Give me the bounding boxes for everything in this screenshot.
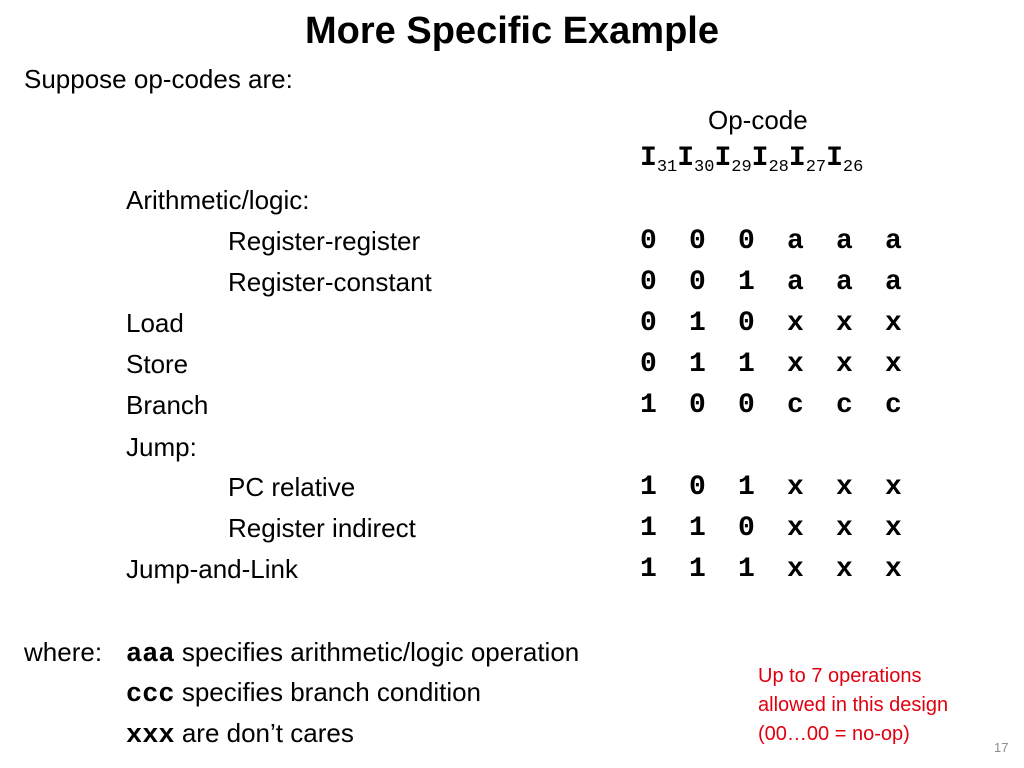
opcode-bit: x <box>836 308 853 339</box>
note-xxx: xxx are don’t cares <box>126 718 354 751</box>
opcode-bit: 1 <box>640 554 657 585</box>
side-note-line: (00…00 = no-op) <box>758 723 910 745</box>
opcode-bit: 1 <box>738 349 755 380</box>
opcode-register-constant: 0 0 1 a a a <box>640 267 902 298</box>
opcode-bit: x <box>836 554 853 585</box>
opcode-bit: x <box>787 554 804 585</box>
bit-index: 29 <box>731 158 752 177</box>
opcode-bit: x <box>885 513 902 544</box>
bit-letter: I <box>788 143 806 174</box>
side-note-line: allowed in this design <box>758 694 949 716</box>
opcode-jump-and-link: 1 1 1 x x x <box>640 554 902 585</box>
opcode-bit: 1 <box>689 554 706 585</box>
opcode-bit: a <box>787 226 804 257</box>
opcode-bit: c <box>885 390 902 421</box>
row-label-register-register: Register-register <box>228 226 421 256</box>
opcode-bit: 0 <box>689 267 706 298</box>
opcode-bit: a <box>787 267 804 298</box>
where-label: where: <box>24 637 103 667</box>
opcode-bit: 1 <box>689 349 706 380</box>
opcode-branch: 1 0 0 c c c <box>640 390 902 421</box>
row-label-jump-and-link: Jump-and-Link <box>126 554 298 584</box>
note-text: specifies branch condition <box>174 677 482 707</box>
bit-index: 27 <box>805 158 827 177</box>
note-aaa: aaa specifies arithmetic/logic operation <box>126 637 579 670</box>
opcode-bit: x <box>787 513 804 544</box>
opcode-bit: a <box>885 226 902 257</box>
opcode-bit: 1 <box>640 472 657 503</box>
opcode-bit: x <box>836 349 853 380</box>
note-code: aaa <box>126 640 175 670</box>
intro-text: Suppose op-codes are: <box>24 64 293 94</box>
opcode-bit: x <box>787 308 804 339</box>
row-label-pc-relative: PC relative <box>228 472 356 502</box>
opcode-bit: 0 <box>689 226 706 257</box>
row-label-store: Store <box>126 349 189 379</box>
opcode-bit: x <box>787 472 804 503</box>
bit-index: 26 <box>842 158 864 177</box>
opcode-register-indirect: 1 1 0 x x x <box>640 513 902 544</box>
opcode-bit: a <box>836 226 853 257</box>
opcode-bit: 0 <box>738 226 755 257</box>
opcode-bit: a <box>885 267 902 298</box>
bit-index: 30 <box>694 158 715 177</box>
bit-letter: I <box>826 143 843 174</box>
bit-letter: I <box>640 143 657 174</box>
opcode-bit: 1 <box>738 472 755 503</box>
row-label-branch: Branch <box>126 390 209 420</box>
bit-letter: I <box>677 143 695 174</box>
row-label-jump: Jump: <box>126 432 197 462</box>
opcode-register-register: 0 0 0 a a a <box>640 226 902 257</box>
opcode-bit: 1 <box>640 513 657 544</box>
opcode-bit: 1 <box>689 308 706 339</box>
opcode-bit: 0 <box>738 308 755 339</box>
note-code: xxx <box>126 721 175 751</box>
opcode-bit: x <box>885 349 902 380</box>
opcode-bit: 0 <box>640 267 657 298</box>
opcode-bit: c <box>787 390 804 421</box>
opcode-bit: 0 <box>640 308 657 339</box>
opcode-bit: 0 <box>640 349 657 380</box>
opcode-load: 0 1 0 x x x <box>640 308 902 339</box>
opcode-bit: 1 <box>689 513 706 544</box>
opcode-bit: 0 <box>689 390 706 421</box>
bit-positions-header: I31I30I29I28I27I26 <box>640 143 863 177</box>
opcode-bit: 0 <box>738 513 755 544</box>
opcode-bit: x <box>836 472 853 503</box>
opcode-bit: x <box>836 513 853 544</box>
page-number: 17 <box>994 740 1009 755</box>
opcode-column-header: Op-code <box>708 105 808 135</box>
opcode-bit: 0 <box>738 390 755 421</box>
row-label-arithmetic-logic: Arithmetic/logic: <box>126 185 310 215</box>
row-label-register-indirect: Register indirect <box>228 513 416 543</box>
side-note: Up to 7 operations allowed in this desig… <box>758 662 1008 749</box>
opcode-bit: a <box>836 267 853 298</box>
row-label-register-constant: Register-constant <box>228 267 432 297</box>
opcode-bit: x <box>787 349 804 380</box>
note-text: specifies arithmetic/logic operation <box>174 637 580 667</box>
bit-letter: I <box>751 143 769 174</box>
bit-index: 31 <box>656 158 678 177</box>
side-note-line: Up to 7 operations <box>758 665 922 687</box>
note-text: are don’t cares <box>174 718 354 748</box>
opcode-bit: x <box>885 308 902 339</box>
opcode-pc-relative: 1 0 1 x x x <box>640 472 902 503</box>
opcode-bit: c <box>836 390 853 421</box>
note-code: ccc <box>126 680 175 710</box>
opcode-bit: 0 <box>689 472 706 503</box>
opcode-store: 0 1 1 x x x <box>640 349 902 380</box>
opcode-bit: 1 <box>738 267 755 298</box>
opcode-bit: x <box>885 554 902 585</box>
bit-letter: I <box>714 143 732 174</box>
opcode-bit: x <box>885 472 902 503</box>
row-label-load: Load <box>126 308 184 338</box>
bit-index: 28 <box>768 158 789 177</box>
slide-title: More Specific Example <box>305 10 719 52</box>
opcode-bit: 1 <box>640 390 657 421</box>
opcode-bit: 0 <box>640 226 657 257</box>
opcode-bit: 1 <box>738 554 755 585</box>
note-ccc: ccc specifies branch condition <box>126 677 481 710</box>
